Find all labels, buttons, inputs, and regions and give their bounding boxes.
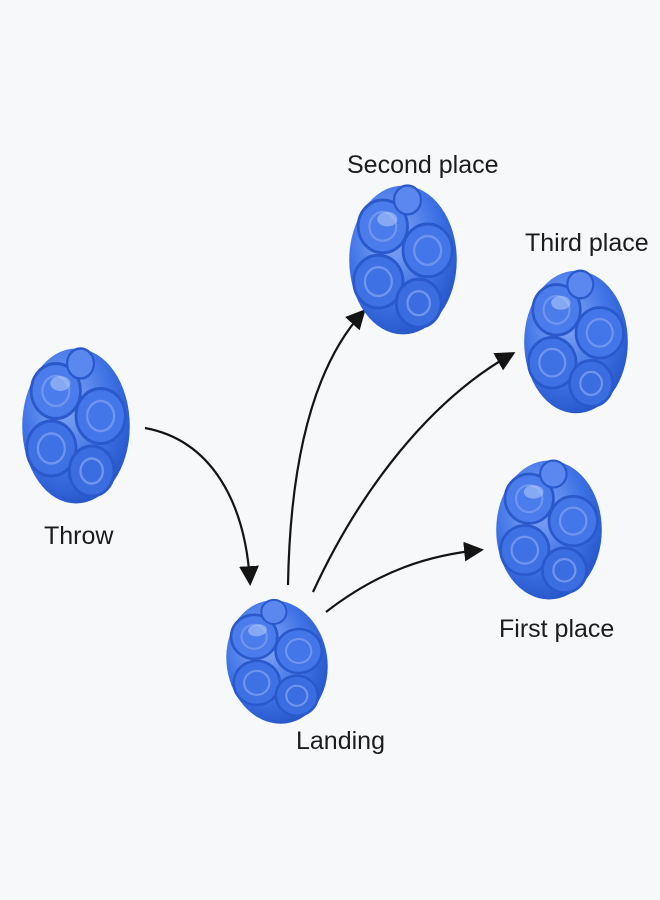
label-landing: Landing — [296, 727, 385, 755]
label-throw: Throw — [44, 522, 114, 550]
ball-third-place-icon — [522, 269, 630, 415]
ball-second-place-icon — [347, 184, 459, 336]
ball-throw-icon — [20, 346, 132, 506]
arrow-landing-to-first — [325, 541, 484, 613]
label-first-place: First place — [499, 615, 615, 643]
ball-landing-icon — [216, 592, 338, 732]
ball-first-place-icon — [494, 459, 604, 601]
arrow-throw-to-landing — [144, 426, 259, 586]
arrow-landing-to-third — [312, 352, 516, 593]
label-third-place: Third place — [525, 229, 649, 257]
label-second-place: Second place — [347, 151, 499, 179]
arrow-landing-to-second — [286, 309, 366, 586]
